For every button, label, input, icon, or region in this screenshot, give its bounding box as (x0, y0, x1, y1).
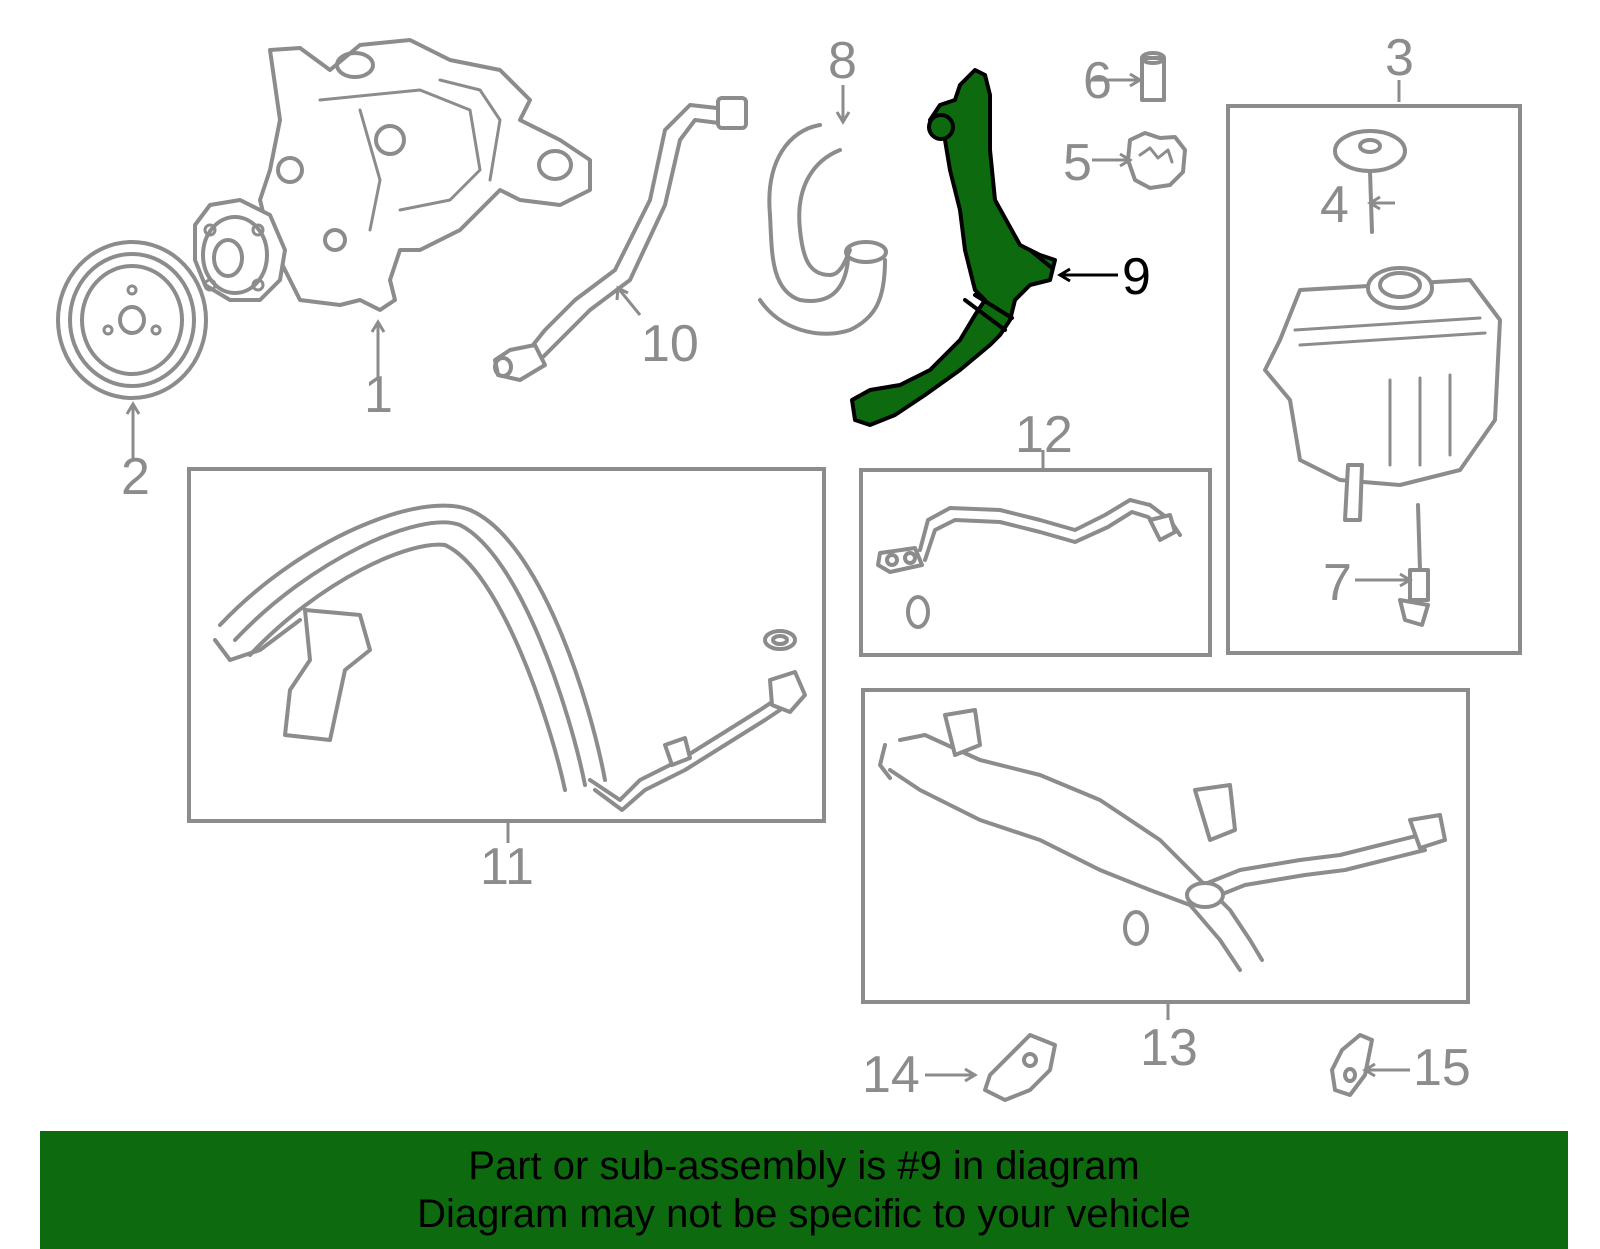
box-part-13 (861, 688, 1470, 1004)
part-12-line (876, 498, 1182, 629)
part-14-bracket (983, 1033, 1057, 1102)
part-6-cap (1140, 51, 1166, 102)
callout-9: 9 (1122, 248, 1151, 306)
callout-4: 4 (1320, 176, 1349, 234)
part-3-reservoir (1263, 266, 1502, 522)
leader-lines (125, 72, 1413, 1083)
part-9-highlighted-hose (850, 68, 1057, 427)
callout-10: 10 (641, 315, 699, 373)
callout-13: 13 (1140, 1019, 1198, 1077)
part-4-dipstick-cap (1333, 129, 1407, 234)
callouts: 1 2 3 4 5 6 7 8 9 10 11 12 13 14 15 (121, 29, 1471, 1104)
callout-12: 12 (1015, 406, 1073, 464)
callout-2: 2 (121, 448, 150, 506)
banner-line-part-number: Part or sub-assembly is #9 in diagram (468, 1144, 1140, 1188)
box-part-11 (187, 467, 826, 823)
callout-5: 5 (1063, 134, 1092, 192)
callout-7: 7 (1323, 554, 1352, 612)
callout-15: 15 (1413, 1039, 1471, 1097)
box-part-3 (1226, 104, 1522, 655)
callout-8: 8 (828, 32, 857, 90)
part-5-seal (1126, 131, 1187, 190)
part-13-line-assembly (878, 708, 1447, 972)
callout-1: 1 (364, 366, 393, 424)
part-8-hose (758, 123, 888, 336)
part-10-hose (493, 96, 748, 382)
info-banner: Part or sub-assembly is #9 in diagram Di… (40, 1131, 1568, 1249)
part-7-sensor (1398, 503, 1430, 627)
part-11-hose-assembly (213, 503, 807, 812)
callout-3: 3 (1385, 29, 1414, 87)
part-1-power-steering-pump (193, 38, 592, 312)
callout-11: 11 (480, 838, 534, 896)
callout-6: 6 (1083, 52, 1112, 110)
banner-line-disclaimer: Diagram may not be specific to your vehi… (417, 1192, 1191, 1236)
part-2-pulley (56, 240, 208, 400)
part-15-clip (1330, 1033, 1374, 1097)
callout-14: 14 (862, 1046, 920, 1104)
box-part-12 (859, 468, 1212, 657)
